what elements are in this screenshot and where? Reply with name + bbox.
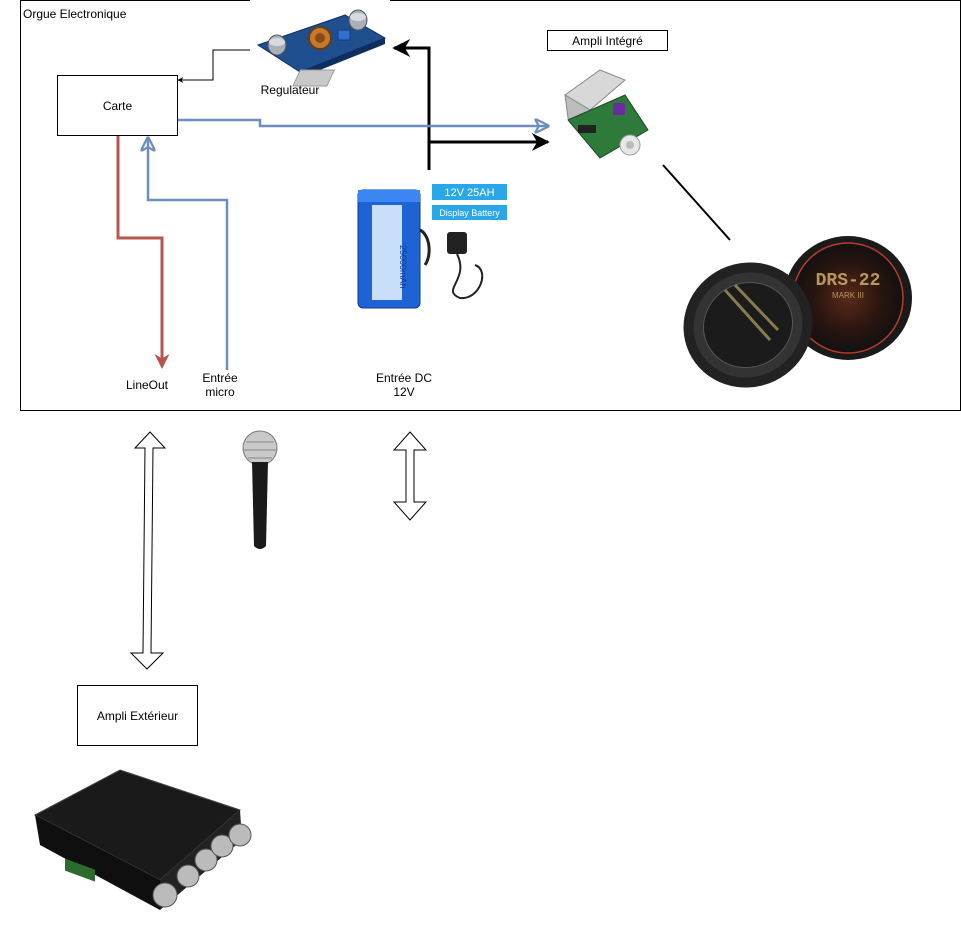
battery-label-2: Display Battery — [439, 208, 500, 218]
edge-carte-ampli — [178, 120, 548, 126]
node-ampli-integre[interactable]: Ampli Intégré — [547, 30, 668, 51]
battery-capacity-text: 25000mAh — [398, 245, 408, 289]
label-entree-dc-line1: Entrée DC — [375, 371, 433, 385]
label-entree-dc: Entrée DC 12V — [364, 371, 444, 399]
edge-regulateur-carte — [177, 49, 250, 83]
edge-micro-carte — [148, 138, 229, 370]
speaker-brand-text: DRS-22 — [816, 271, 881, 291]
microphone-image — [242, 430, 278, 549]
container-title: Orgue Electronique — [23, 7, 127, 21]
double-arrow-entree-dc — [392, 431, 428, 521]
node-ampli-exterieur[interactable]: Ampli Extérieur — [77, 685, 198, 746]
speaker-model-text: MARK III — [832, 291, 864, 300]
edge-battery-regulateur — [392, 39, 431, 170]
label-entree-micro: Entrée micro — [190, 371, 250, 399]
edge-carte-lineout — [116, 136, 170, 369]
edge-ampli-speaker — [662, 164, 731, 241]
regulateur-image — [250, 0, 390, 87]
label-entree-micro-line2: micro — [205, 385, 235, 399]
ampli-integre-image — [564, 69, 649, 159]
battery-label-1: 12V 25AH — [444, 187, 494, 199]
speakers-image: DRS-22 MARK III — [683, 236, 912, 388]
label-entree-dc-line2: 12V — [393, 385, 415, 399]
label-lineout: LineOut — [125, 378, 169, 392]
node-carte[interactable]: Carte — [57, 75, 178, 136]
double-arrow-lineout-ampli-exterieur — [129, 431, 167, 670]
ampli-exterieur-image — [33, 769, 252, 910]
label-entree-micro-line1: Entrée — [202, 371, 238, 385]
battery-image: 25000mAh 12V 25AH Display Battery — [357, 184, 507, 309]
label-regulateur: Regulateur — [260, 83, 320, 97]
